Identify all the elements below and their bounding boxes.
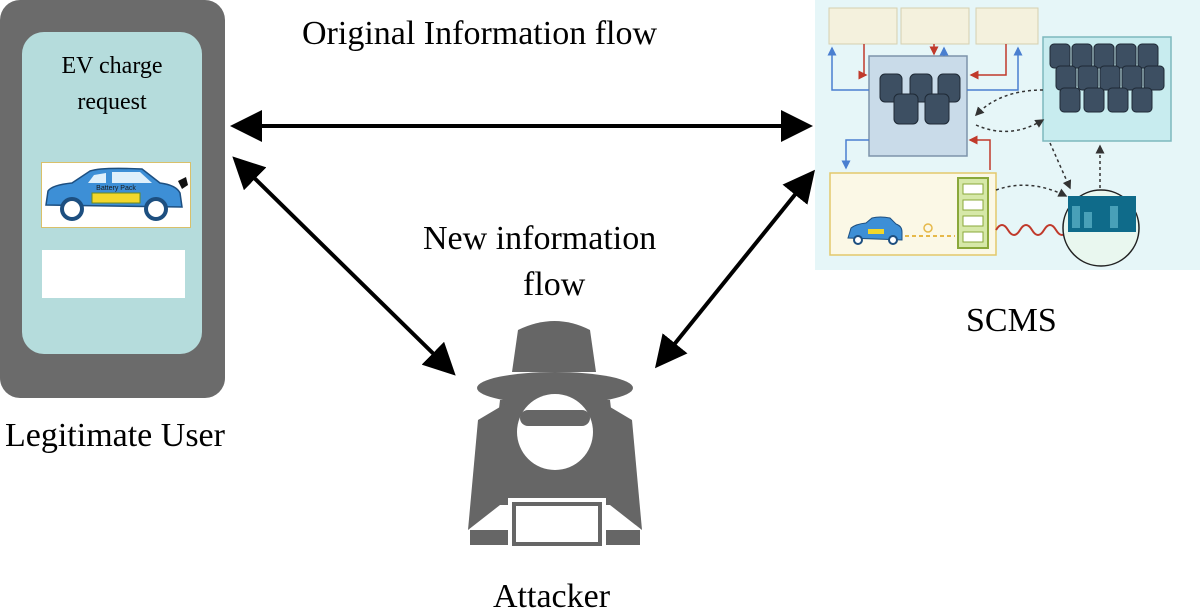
ev-request-line1: EV charge [61, 53, 163, 79]
scms-attacker-arrow [654, 169, 816, 369]
new-flow-label-line2: flow [523, 266, 586, 303]
user-attacker-arrow [232, 156, 456, 376]
legitimate-user-phone: EV charge request Battery Pack [0, 0, 225, 398]
original-flow-label: Original Information flow [302, 15, 658, 52]
scms-label: SCMS [966, 302, 1057, 339]
ev-request-line2: request [77, 89, 147, 115]
ev-car-image: Battery Pack [41, 162, 191, 228]
legitimate-user-label: Legitimate User [5, 417, 225, 454]
battery-pack-label: Battery Pack [96, 185, 136, 192]
ev-charge-request-label: EV charge request [22, 48, 202, 120]
diagram-canvas [230, 0, 1200, 550]
new-flow-label-line1: New information [423, 220, 657, 257]
attacker-icon [468, 321, 642, 550]
phone-blank-field [42, 250, 185, 298]
scms-diagram [815, 0, 1200, 270]
